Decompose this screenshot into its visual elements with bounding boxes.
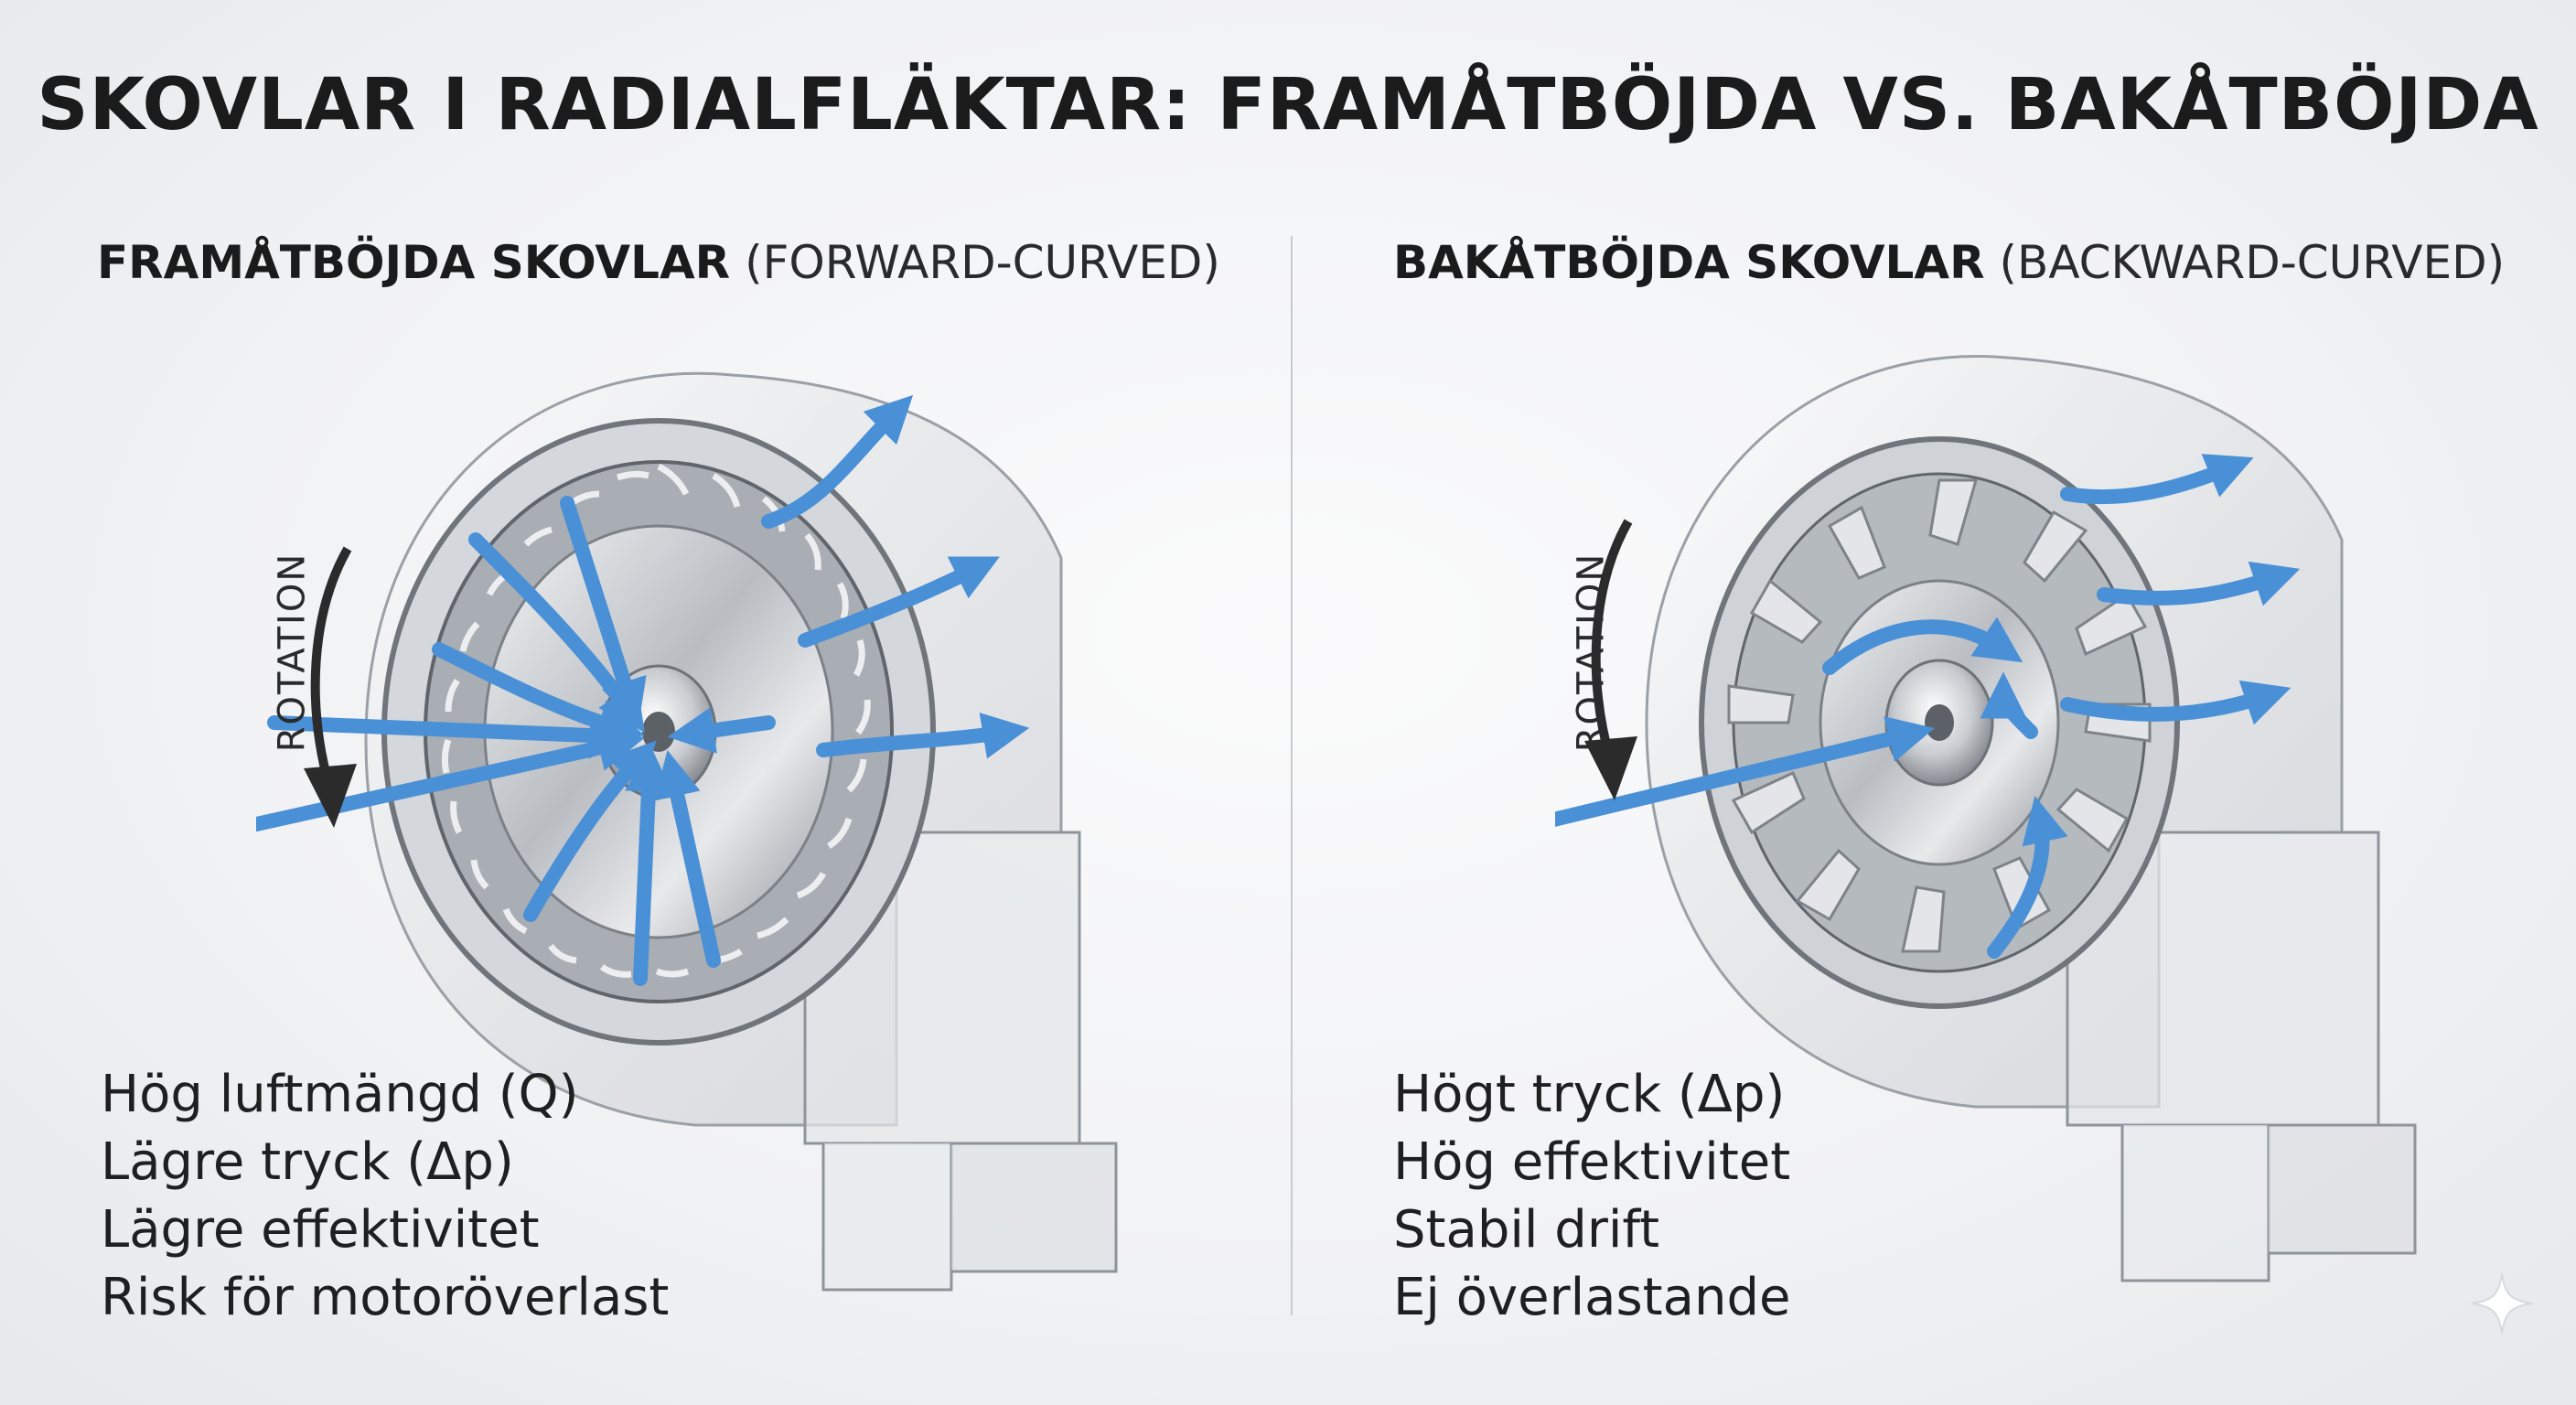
backward-heading-main: BAKÅTBÖJDA SKOVLAR <box>1393 236 1985 289</box>
backward-heading-english: (BACKWARD-CURVED) <box>1999 236 2506 289</box>
forward-heading-english: (FORWARD-CURVED) <box>745 236 1220 289</box>
property-item: Stabil drift <box>1393 1200 1660 1260</box>
backward-curved-blades <box>1727 478 2152 953</box>
center-divider <box>1291 236 1293 1315</box>
property-item: Ej överlastande <box>1393 1268 1791 1327</box>
curved-arrow-down-icon <box>304 546 357 828</box>
property-item: Lägre tryck (Δp) <box>101 1132 514 1192</box>
forward-properties-list: Hög luftmängd (Q) Lägre tryck (Δp) Lägre… <box>101 1061 669 1332</box>
property-item: Hög effektivitet <box>1393 1132 1791 1192</box>
backward-properties-list: Högt tryck (Δp) Hög effektivitet Stabil … <box>1393 1061 1790 1332</box>
sparkle-icon <box>2471 1272 2533 1335</box>
page-title: SKOVLAR I RADIALFLÄKTAR: FRAMÅTBÖJDA VS.… <box>37 64 2539 146</box>
impeller <box>1699 436 2180 1009</box>
forward-curved-fan-illustration <box>256 371 1118 1292</box>
airflow-arrows <box>1555 454 2301 959</box>
backward-curved-heading: BAKÅTBÖJDA SKOVLAR (BACKWARD-CURVED) <box>1393 236 2505 289</box>
curved-arrow-down-icon <box>1584 519 1637 800</box>
property-item: Hög luftmängd (Q) <box>101 1065 579 1124</box>
property-item: Risk för motoröverlast <box>101 1268 670 1327</box>
backward-curved-fan-illustration <box>1555 355 2417 1282</box>
forward-curved-heading: FRAMÅTBÖJDA SKOVLAR (FORWARD-CURVED) <box>97 236 1220 289</box>
property-item: Lägre effektivitet <box>101 1200 540 1260</box>
forward-heading-main: FRAMÅTBÖJDA SKOVLAR <box>97 236 731 289</box>
forward-curved-blades <box>441 463 871 978</box>
airflow-arrows <box>256 394 1030 986</box>
property-item: Högt tryck (Δp) <box>1393 1065 1786 1124</box>
